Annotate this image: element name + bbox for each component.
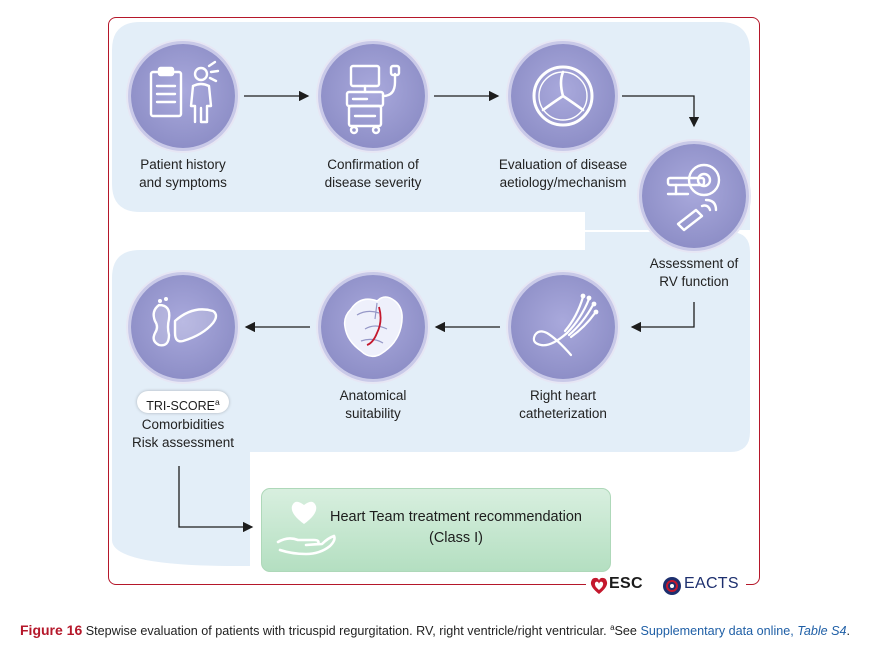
- ct-scanner-probe-icon: [666, 163, 721, 232]
- recommendation-line-1: Heart Team treatment recommendation: [330, 509, 582, 525]
- label-line: Patient history: [140, 157, 226, 172]
- node-aetiology: [511, 44, 615, 148]
- label-line: Risk assessment: [131, 435, 235, 450]
- label-line: Confirmation of: [327, 157, 419, 172]
- caption-end: .: [846, 624, 851, 638]
- node-anatomical-suitability: [321, 275, 425, 379]
- arrow-3-4: [622, 95, 700, 128]
- esc-heart-logo-icon: [590, 577, 608, 594]
- label-line: catheterization: [519, 406, 607, 421]
- label-disease-severity: Confirmation of disease severity: [300, 156, 446, 192]
- arrow-4-5: [630, 302, 695, 333]
- label-catheterization: Right heart catheterization: [490, 387, 636, 423]
- kidney-liver-icon: [152, 297, 218, 347]
- node-catheterization: [511, 275, 615, 379]
- node-patient-history: [131, 44, 235, 148]
- label-line: Evaluation of disease: [498, 157, 628, 172]
- node-rv-function: [642, 144, 746, 248]
- label-line: Comorbidities: [141, 417, 225, 432]
- tri-score-footnote: a: [215, 397, 220, 407]
- caption-see: See: [614, 624, 637, 638]
- tri-score-pill: TRI-SCOREa: [137, 391, 229, 413]
- label-line: disease severity: [324, 175, 422, 190]
- arrow-7-rec: [178, 466, 254, 533]
- echo-machine-icon: [345, 64, 401, 135]
- label-line: RV function: [659, 274, 729, 289]
- supplementary-link[interactable]: Supplementary data online,: [640, 624, 794, 638]
- heart-anatomy-icon: [343, 296, 403, 358]
- node-disease-severity: [321, 44, 425, 148]
- label-line: aetiology/mechanism: [499, 175, 627, 190]
- figure-frame: [108, 17, 760, 585]
- eacts-globe-logo-icon: [663, 577, 681, 595]
- node-risk-assessment: [131, 275, 235, 379]
- figure-caption: Figure 16 Stepwise evaluation of patient…: [20, 622, 870, 638]
- label-line: and symptoms: [139, 175, 227, 190]
- label-line: Anatomical: [339, 388, 407, 403]
- label-patient-history: Patient history and symptoms: [115, 156, 251, 192]
- label-rv-function: Assessment of RV function: [630, 255, 758, 291]
- heart-hand-icon: [276, 501, 336, 556]
- label-line: Assessment of: [649, 256, 739, 271]
- tricuspid-valve-icon: [532, 65, 594, 127]
- label-anatomical-suitability: Anatomical suitability: [300, 387, 446, 423]
- label-risk-assessment: Comorbidities Risk assessment: [110, 416, 256, 452]
- label-line: suitability: [345, 406, 401, 421]
- esc-logo-text: ESC: [609, 575, 643, 592]
- label-aetiology: Evaluation of disease aetiology/mechanis…: [480, 156, 646, 192]
- clipboard-patient-icon: [149, 60, 220, 124]
- recommendation-line-2: (Class I): [429, 530, 483, 546]
- table-s4-link[interactable]: Table S4: [797, 624, 847, 638]
- caption-text: Stepwise evaluation of patients with tri…: [85, 624, 607, 638]
- recommendation-box: [261, 488, 611, 572]
- figure-number: Figure 16: [20, 622, 83, 638]
- caption-footnote-mark: a: [610, 622, 615, 632]
- eacts-logo-text: EACTS: [684, 575, 739, 592]
- label-line: Right heart: [529, 388, 597, 403]
- recommendation-text: Heart Team treatment recommendation (Cla…: [326, 507, 586, 549]
- tri-score-label: TRI-SCORE: [146, 399, 215, 414]
- catheter-icon: [532, 293, 599, 357]
